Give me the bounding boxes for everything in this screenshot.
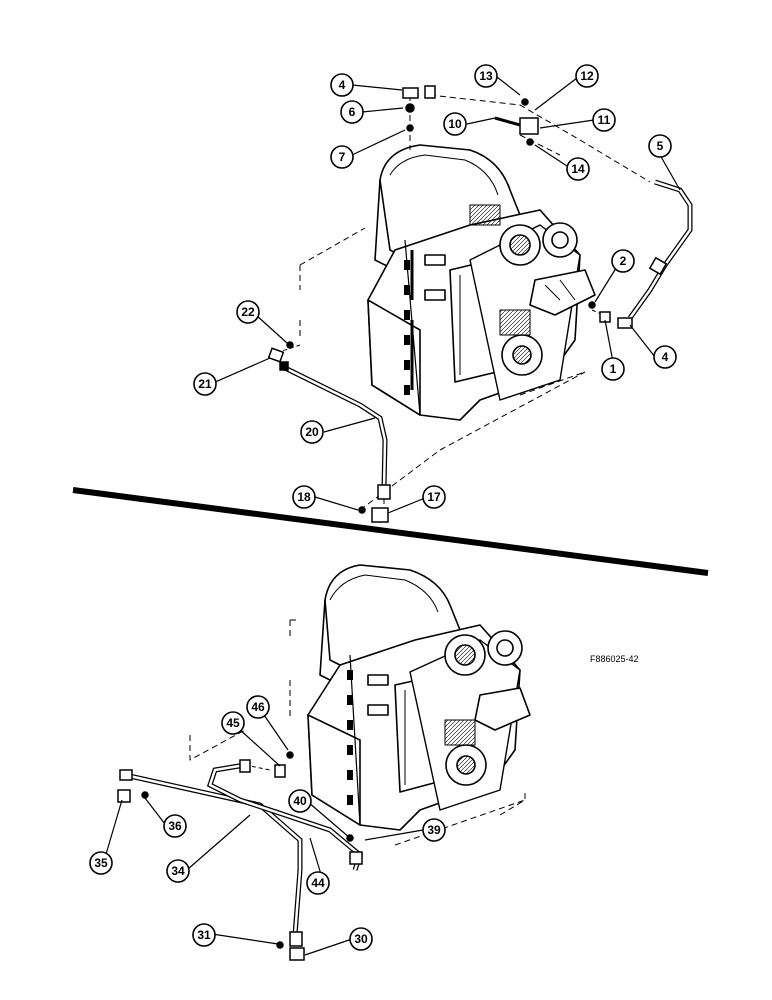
callout-number: 31 — [197, 928, 211, 942]
callout-31: 31 — [192, 923, 216, 947]
callout-circle — [592, 108, 616, 132]
callout-number: 1 — [610, 362, 617, 376]
callout-number: 44 — [311, 876, 325, 890]
callout-circle — [221, 711, 245, 735]
section-divider — [72, 487, 709, 576]
callout-number: 7 — [339, 150, 346, 164]
callout-number: 20 — [305, 425, 319, 439]
callout-number: 45 — [226, 716, 240, 730]
callout-30: 30 — [349, 927, 373, 951]
callout-number: 39 — [427, 823, 441, 837]
callout-circle — [601, 357, 625, 381]
callout-number: 18 — [297, 490, 311, 504]
callout-number: 40 — [293, 794, 307, 808]
callout-circle — [474, 64, 498, 88]
figure-code: F886025-42 — [590, 654, 639, 664]
callout-10: 10 — [443, 112, 467, 136]
callout-number: 14 — [571, 162, 585, 176]
callout-circle — [566, 157, 590, 181]
callout-number: 4 — [662, 350, 669, 364]
callout-number: 21 — [198, 377, 212, 391]
callout-circle — [193, 372, 217, 396]
callout-number: 36 — [168, 819, 182, 833]
callout-number: 22 — [241, 305, 255, 319]
callout-circle — [246, 695, 270, 719]
callout-circle — [648, 134, 672, 158]
callout-1: 1 — [601, 357, 625, 381]
callout-number: 35 — [94, 856, 108, 870]
callout-4: 4 — [330, 73, 354, 97]
callout-34: 34 — [166, 859, 190, 883]
callout-17: 17 — [422, 485, 446, 509]
callout-circle — [288, 789, 312, 813]
callout-number: 12 — [580, 69, 594, 83]
callout-40: 40 — [288, 789, 312, 813]
callout-6: 6 — [340, 100, 364, 124]
callout-46: 46 — [246, 695, 270, 719]
callout-circle — [300, 420, 324, 444]
callout-20: 20 — [300, 420, 324, 444]
callout-circle — [89, 851, 113, 875]
callout-5: 5 — [648, 134, 672, 158]
callout-circle — [330, 145, 354, 169]
callout-21: 21 — [193, 372, 217, 396]
callout-number: 17 — [427, 490, 441, 504]
callout-circle — [443, 112, 467, 136]
callout-number: 30 — [354, 932, 368, 946]
callout-number: 2 — [620, 254, 627, 268]
callout-number: 34 — [171, 864, 185, 878]
callout-12: 12 — [575, 64, 599, 88]
callout-number: 11 — [598, 113, 611, 127]
callout-18: 18 — [292, 485, 316, 509]
callout-11: 11 — [592, 108, 616, 132]
callout-circle — [340, 100, 364, 124]
callout-circle — [330, 73, 354, 97]
top-transmission-assembly — [299, 144, 596, 451]
callout-13: 13 — [474, 64, 498, 88]
callout-circle — [422, 818, 446, 842]
callout-2: 2 — [611, 249, 635, 273]
callout-number: 5 — [657, 139, 664, 153]
callout-circle — [166, 859, 190, 883]
callout-circle — [349, 927, 373, 951]
callout-number: 4 — [339, 78, 346, 92]
callout-circle — [422, 485, 446, 509]
callout-circle — [306, 871, 330, 895]
callout-7: 7 — [330, 145, 354, 169]
callout-number: 46 — [251, 700, 265, 714]
callout-36: 36 — [163, 814, 187, 838]
bottom-lines — [117, 751, 363, 961]
callout-4: 4 — [653, 345, 677, 369]
callout-14: 14 — [566, 157, 590, 181]
callout-39: 39 — [422, 818, 446, 842]
callout-circle — [192, 923, 216, 947]
callout-number: 10 — [448, 117, 462, 131]
bottom-transmission-assembly — [189, 564, 531, 846]
callout-circle — [653, 345, 677, 369]
callout-circle — [611, 249, 635, 273]
callout-circle — [163, 814, 187, 838]
callout-number: 6 — [349, 105, 356, 119]
callout-circle — [575, 64, 599, 88]
callout-22: 22 — [236, 300, 260, 324]
callout-35: 35 — [89, 851, 113, 875]
callout-44: 44 — [306, 871, 330, 895]
callout-circle — [292, 485, 316, 509]
callout-circle — [236, 300, 260, 324]
callout-number: 13 — [479, 69, 493, 83]
callout-45: 45 — [221, 711, 245, 735]
